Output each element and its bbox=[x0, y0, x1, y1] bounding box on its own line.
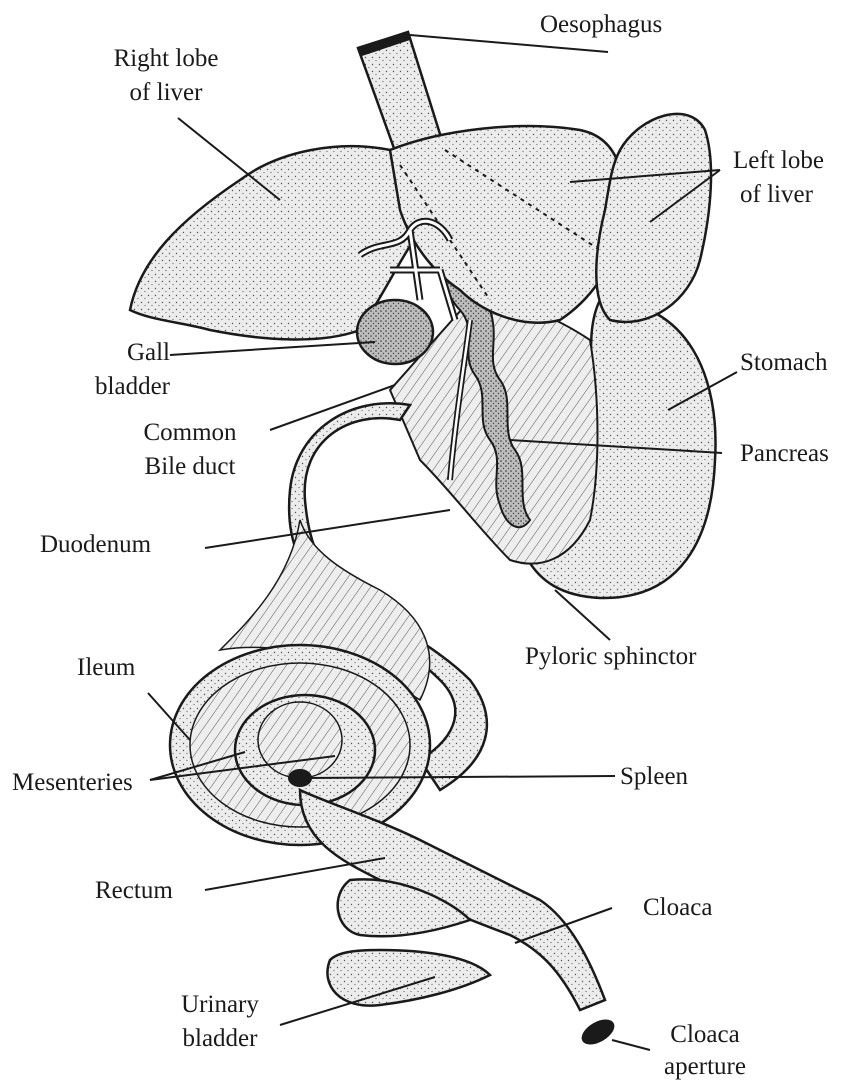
label-common-line2: Bile duct bbox=[120, 452, 260, 482]
gall-bladder-shape bbox=[357, 300, 433, 364]
leader-gall-bladder bbox=[170, 342, 375, 355]
label-common-line1: Common bbox=[120, 418, 260, 448]
label-rectum: Rectum bbox=[95, 876, 173, 906]
label-pyloric-sphincter: Pyloric sphinctor bbox=[525, 642, 697, 672]
left-lobe-liver-shape bbox=[596, 114, 711, 322]
label-oesophagus: Oesophagus bbox=[540, 10, 662, 40]
ileum-core bbox=[258, 702, 342, 778]
label-gall-line2: bladder bbox=[60, 372, 170, 402]
label-gall-line1: Gall bbox=[60, 338, 170, 368]
label-pancreas: Pancreas bbox=[740, 439, 829, 469]
label-cloaca-aperture-line1: Cloaca bbox=[640, 1020, 770, 1050]
urinary-bladder-lower-lobe bbox=[327, 950, 490, 1006]
label-spleen: Spleen bbox=[620, 762, 688, 792]
label-ileum: Ileum bbox=[77, 653, 135, 683]
label-cloaca: Cloaca bbox=[643, 893, 712, 923]
label-urinary-line1: Urinary bbox=[160, 990, 280, 1020]
cloaca-aperture-shape bbox=[577, 1014, 618, 1049]
label-cloaca-aperture-line2: aperture bbox=[640, 1052, 770, 1082]
label-mesenteries: Mesenteries bbox=[12, 768, 133, 798]
label-stomach: Stomach bbox=[740, 348, 828, 378]
leader-duodenum bbox=[205, 510, 450, 548]
label-right-lobe-line2: of liver bbox=[96, 78, 236, 108]
label-duodenum: Duodenum bbox=[40, 530, 151, 560]
label-urinary-line2: bladder bbox=[160, 1024, 280, 1054]
label-left-lobe-line1: Left lobe bbox=[733, 146, 824, 176]
label-left-lobe-line2: of liver bbox=[740, 180, 813, 210]
label-right-lobe-line1: Right lobe bbox=[96, 44, 236, 74]
